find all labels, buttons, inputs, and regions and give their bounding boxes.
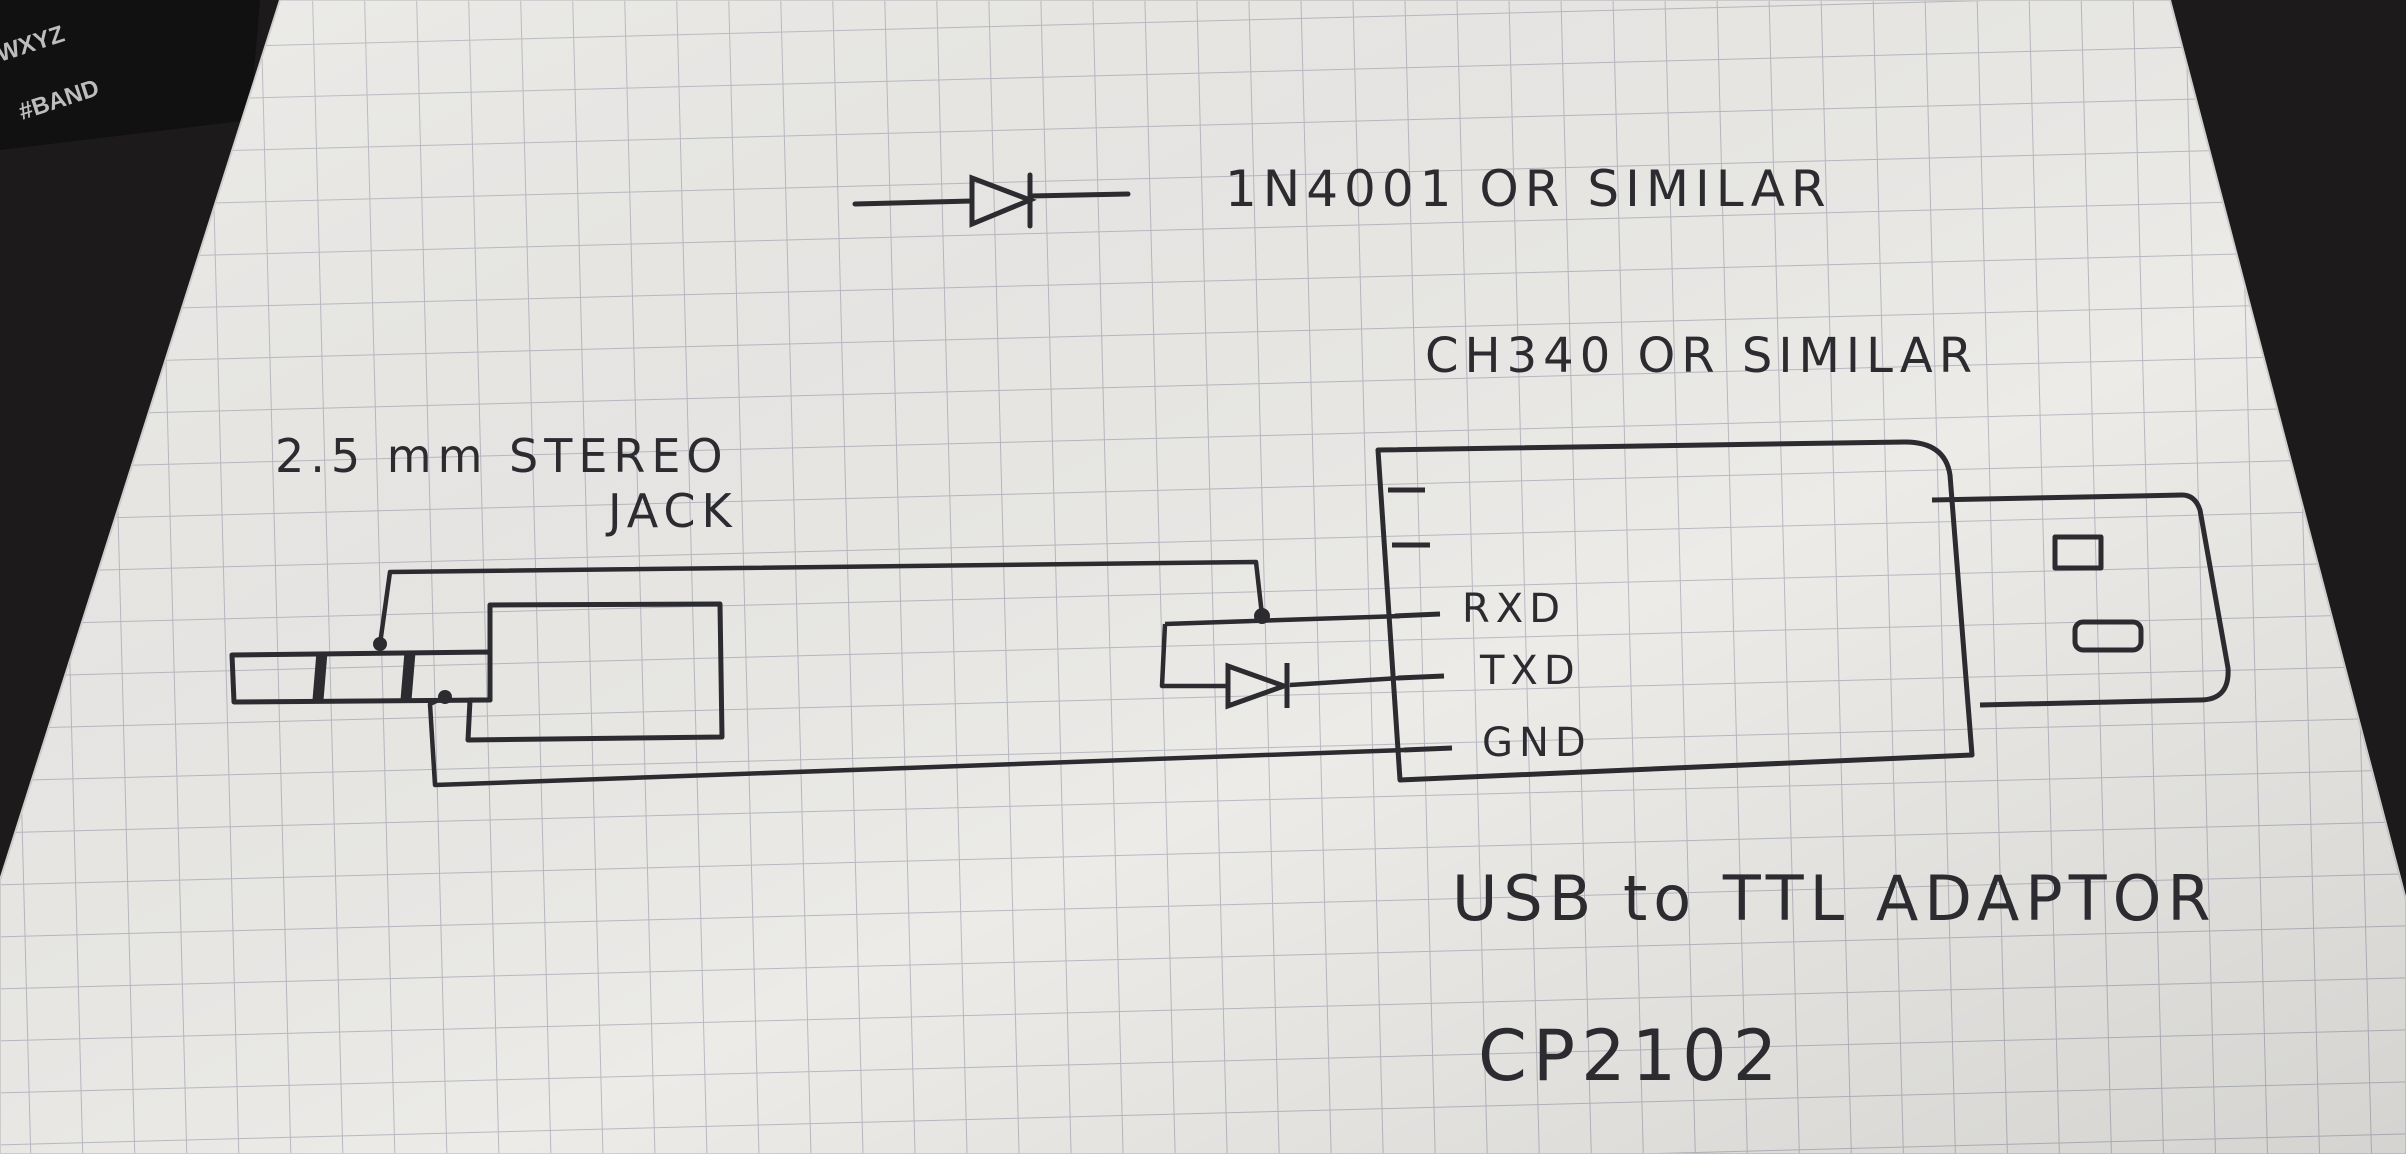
adapter-board <box>1375 439 1975 783</box>
cp-label: CP2102 <box>1478 1015 1783 1097</box>
wire-loop-to-diode <box>1159 623 1228 689</box>
jack-ring-1 <box>312 651 328 701</box>
diode-legend-triangle <box>969 174 1037 228</box>
pin-label-txd: TXD <box>1479 648 1581 694</box>
wires <box>377 559 1405 788</box>
junction-jack-sleeve <box>438 690 452 704</box>
pin-stub-gnd <box>1403 745 1453 753</box>
junction-jack-tip <box>373 637 387 651</box>
wire-jack-to-gnd <box>427 694 1405 788</box>
usb-contact-1 <box>2052 534 2104 571</box>
jack-label-line1: 2.5 mm STEREO <box>275 429 729 483</box>
diode-legend-lead-left <box>852 198 975 207</box>
pin-label-gnd: GND <box>1482 720 1592 766</box>
box-corner <box>0 0 260 150</box>
jack-ring-2 <box>400 651 416 701</box>
diode-legend-lead-right <box>1027 191 1131 199</box>
inline-diode-triangle <box>1225 662 1292 710</box>
usb-contact-2 <box>2072 619 2144 653</box>
inline-diode <box>1225 662 1292 710</box>
usb-ttl-adapter <box>1375 439 2231 783</box>
junction-rxd <box>1254 608 1270 624</box>
jack-body <box>465 601 725 743</box>
pin-stub-txd <box>1397 673 1445 681</box>
diode-legend <box>852 172 1131 229</box>
pin-stub-rxd <box>1394 611 1441 619</box>
chip-label: CH340 OR SIMILAR <box>1425 328 1978 384</box>
usb-plug <box>1931 492 2231 708</box>
wire-diode-to-txd <box>1289 675 1401 688</box>
pin-label-rxd: RXD <box>1462 586 1566 632</box>
wire-jack-to-rxd <box>377 559 1265 645</box>
stereo-jack <box>229 601 725 743</box>
adapter-label: USB to TTL ADAPTOR <box>1452 862 2216 935</box>
wire-rxd <box>1164 613 1401 627</box>
jack-label-line2: JACK <box>605 484 738 538</box>
diode-label: 1N4001 OR SIMILAR <box>1225 160 1832 218</box>
